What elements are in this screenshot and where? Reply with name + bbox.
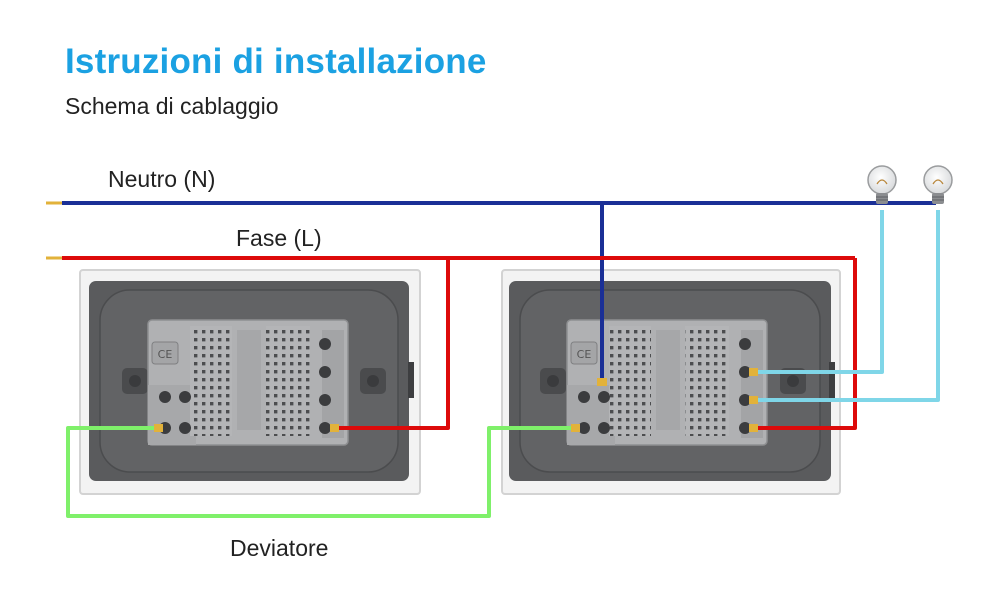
wire-connectors — [154, 368, 758, 432]
light-bulb-icon — [867, 165, 897, 204]
traveler-label: Deviatore — [230, 535, 329, 561]
phase-wire — [62, 256, 857, 430]
terminal-screw-icon — [159, 391, 171, 403]
page-title: Istruzioni di installazione — [65, 42, 487, 81]
neutral-wire — [62, 201, 936, 382]
light-bulb-icon — [923, 165, 953, 204]
ce-mark-icon: CE — [577, 348, 592, 361]
switch-1: CE — [79, 269, 421, 495]
traveler-wire — [66, 426, 576, 518]
page-subtitle: Schema di cablaggio — [65, 93, 279, 119]
switch-2-module: CE — [566, 319, 768, 446]
switch-2: CE — [501, 269, 841, 495]
neutral-label: Neutro (N) — [108, 166, 216, 192]
switch-1-module: CE — [147, 319, 349, 446]
switch-2-terminals — [578, 338, 751, 434]
phase-label: Fase (L) — [236, 225, 322, 251]
ce-mark-icon: CE — [158, 348, 173, 361]
lamp-wires — [752, 210, 940, 402]
